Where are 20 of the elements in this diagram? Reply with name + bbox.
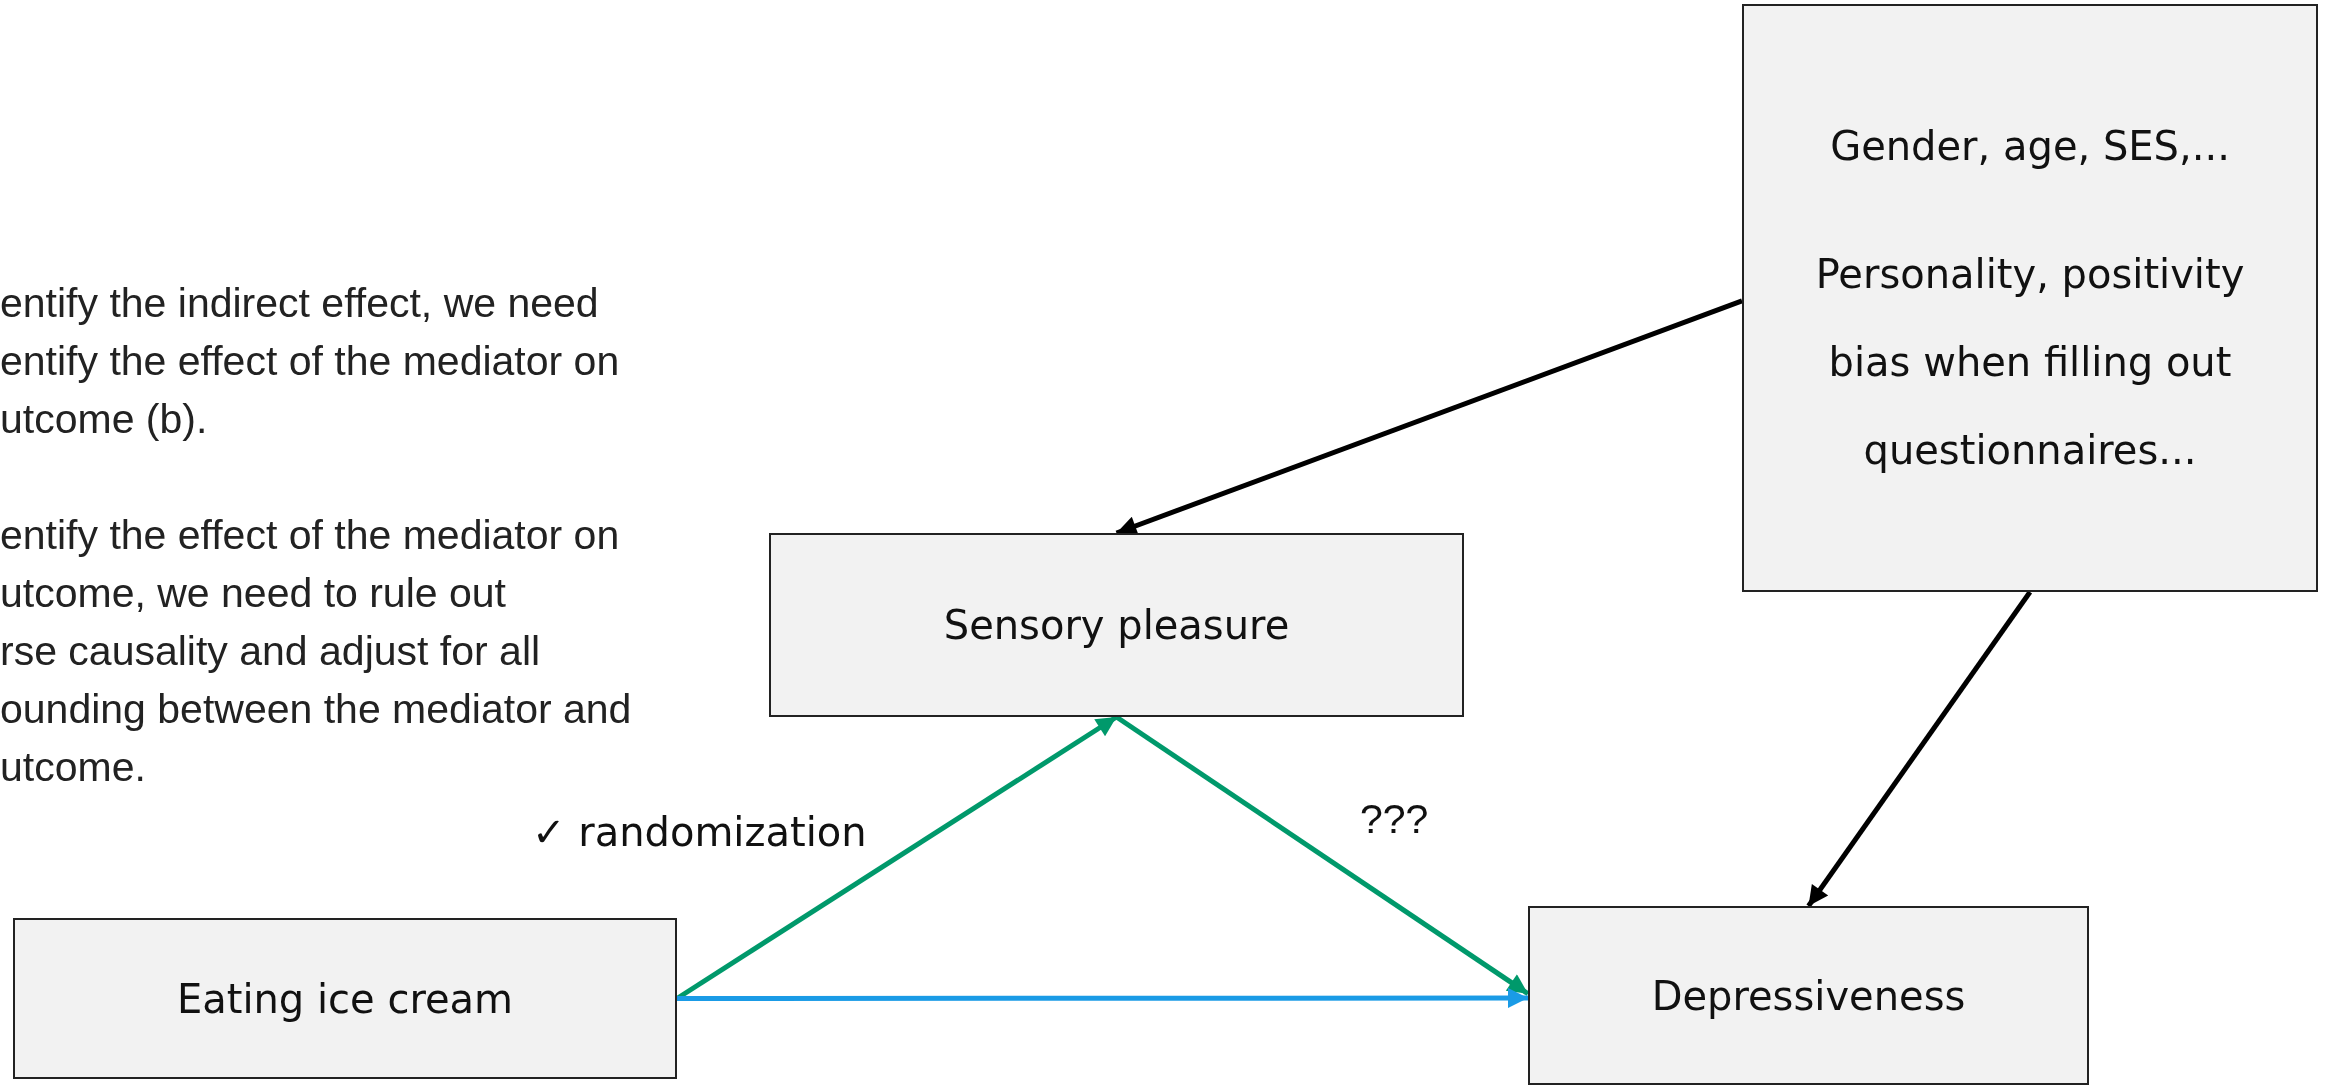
note-text: utcome, we need to rule out — [0, 573, 506, 614]
note-text: rse causality and adjust for all — [0, 631, 541, 672]
variable-box — [1742, 4, 2318, 592]
box-text: Depressiveness — [1651, 971, 1966, 1020]
box-text: Sensory pleasure — [943, 601, 1290, 649]
box-text: Gender, age, SES,... — [1830, 122, 2230, 171]
note-text: entify the indirect effect, we need — [0, 283, 599, 324]
variable-box — [769, 533, 1464, 717]
arrow — [1806, 590, 2033, 908]
arrow — [677, 988, 1528, 1008]
note-text: utcome (b). — [0, 399, 208, 440]
note-text: utcome. — [0, 747, 146, 788]
note-text: entify the effect of the mediator on — [0, 341, 620, 382]
arrow — [1115, 298, 1743, 536]
note-text: entify the effect of the mediator on — [0, 515, 620, 556]
variable-box — [1528, 906, 2089, 1085]
box-text: Eating ice cream — [176, 974, 514, 1023]
note-text: ounding between the mediator and — [0, 689, 632, 730]
box-text: Personality, positivity bias when filling out questionnaires... — [1814, 250, 2246, 475]
variable-box — [13, 918, 677, 1079]
